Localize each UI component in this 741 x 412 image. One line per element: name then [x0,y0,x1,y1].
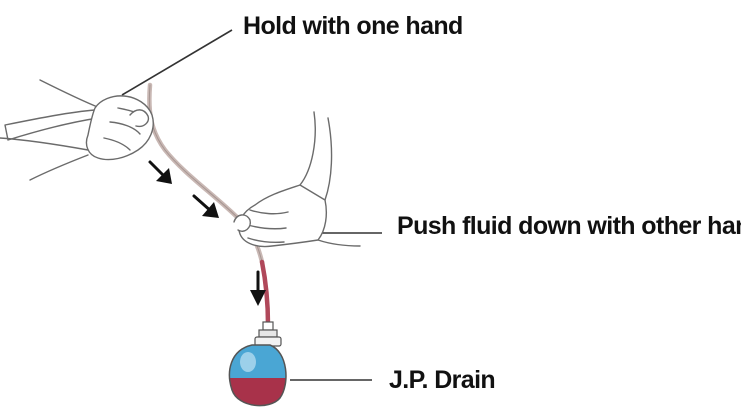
leader-lines [122,30,382,380]
drain-tubing [149,85,268,325]
label-jp-drain: J.P. Drain [389,368,495,393]
label-push-fluid-down: Push fluid down with other hand [397,214,741,239]
label-hold-with-one-hand: Hold with one hand [243,14,463,39]
leader-line-hold [122,30,232,95]
jp-drain-bulb-icon [220,322,300,412]
left-hand-icon [0,80,153,180]
down-arrow-icon-1 [150,162,172,184]
right-hand-icon [234,112,360,247]
